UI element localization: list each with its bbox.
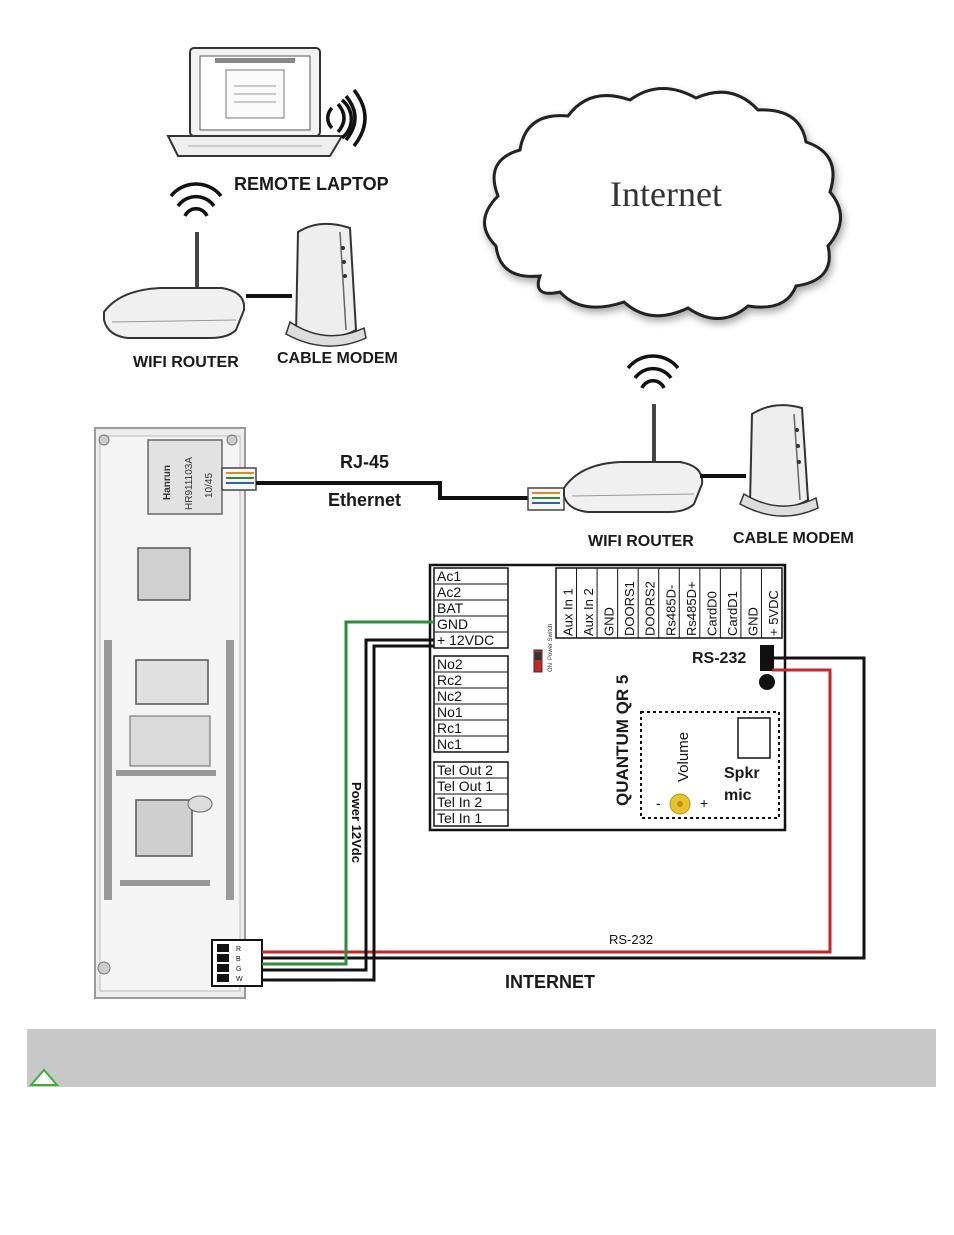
terminal-label: Nc2	[437, 688, 462, 704]
terminal-label: No1	[437, 704, 463, 720]
internet-cloud-label: Internet	[610, 174, 722, 214]
cable-modem-top-label: CABLE MODEM	[277, 350, 398, 367]
rs232-jack-icon	[759, 674, 775, 690]
wifi-router-bottom-icon	[563, 404, 704, 513]
rs232-red-wire	[262, 668, 832, 954]
rs232-port-label: RS-232	[692, 650, 746, 667]
wifi-router-bottom-label: WIFI ROUTER	[588, 533, 694, 550]
rs232-connector-icon	[760, 645, 774, 671]
terminal-label: GND	[745, 607, 760, 636]
ethernet-cable	[256, 481, 530, 500]
terminal-label: Ac1	[437, 568, 461, 584]
terminal-label: + 5VDC	[766, 590, 781, 636]
footer-bar	[27, 1029, 936, 1087]
terminal-label: Tel In 2	[437, 794, 482, 810]
controller-board: Hanrun HR911103A 10/45	[94, 427, 246, 999]
power-black-wire-2	[262, 644, 434, 982]
connector-pin-label: G	[236, 966, 241, 973]
terminal-label: CardD1	[725, 591, 740, 636]
mic-label: mic	[724, 787, 752, 804]
cable-modem-bottom-label: CABLE MODEM	[733, 530, 854, 547]
terminal-label: Rs485D-	[663, 585, 678, 636]
power-switch-icon	[533, 649, 543, 673]
terminal-label: CardD0	[704, 591, 719, 636]
cable-modem-bottom-icon	[739, 404, 819, 517]
router-top-wifi-signal-icon	[169, 182, 223, 217]
laptop-icon	[166, 47, 344, 157]
internet-cloud-icon: Internet	[483, 87, 842, 320]
power-switch-on-label: ON	[548, 663, 554, 672]
terminal-block-top: Aux In 1 Aux In 2 GND DOORS1 DOORS2 Rs485D- Rs…	[555, 567, 783, 639]
network-wiring-diagram: REMOTE LAPTOP WIFI ROUTER CABLE MODEM In…	[94, 47, 866, 999]
laptop-wifi-signal-icon	[326, 88, 367, 148]
terminal-label: Ac2	[437, 584, 461, 600]
connector-pin-label: W	[236, 976, 243, 983]
rs232-black-wire	[262, 656, 866, 960]
connector-pin-label: B	[236, 956, 241, 963]
volume-plus-label: +	[700, 795, 708, 811]
power-switch-label: Power Switch	[548, 624, 554, 660]
ethernet-label: Ethernet	[328, 490, 401, 510]
terminal-label: DOORS2	[643, 581, 658, 636]
power-green-wire	[262, 620, 434, 966]
router-bottom-wifi-signal-icon	[626, 354, 680, 389]
connector-pin-label: R	[236, 946, 241, 953]
volume-label: Volume	[675, 732, 692, 782]
spkr-label: Spkr	[724, 765, 760, 782]
terminal-label: No2	[437, 656, 463, 672]
jack-part: HR911103A	[184, 457, 195, 510]
power-black-wire	[262, 638, 434, 972]
terminal-label: GND	[437, 616, 468, 632]
terminal-label: + 12VDC	[437, 632, 494, 648]
rj45-plug-right-icon	[527, 487, 565, 511]
terminal-label: Tel In 1	[437, 810, 482, 826]
terminal-label: GND	[602, 607, 617, 636]
rj45-plug-left-icon	[221, 467, 257, 491]
terminal-label: DOORS1	[622, 581, 637, 636]
terminal-label: BAT	[437, 600, 464, 616]
cable-modem-top-icon	[285, 222, 367, 347]
jack-speed: 10/45	[204, 473, 215, 498]
speaker-mic-icon	[737, 717, 771, 759]
jack-brand: Hanrun	[162, 465, 173, 500]
rs232-wire-label: RS-232	[609, 932, 653, 947]
terminal-label: Rs485D+	[684, 581, 699, 636]
terminal-label: Tel Out 1	[437, 778, 493, 794]
terminal-label: Rc1	[437, 720, 462, 736]
terminal-label: Aux In 2	[581, 588, 596, 636]
terminal-label: Nc1	[437, 736, 462, 752]
internet-bottom-label: INTERNET	[505, 972, 595, 992]
volume-minus-label: -	[656, 795, 661, 811]
power-wire-label: Power 12Vdc	[349, 782, 364, 863]
four-pin-connector-icon	[211, 939, 263, 987]
terminal-label: Tel Out 2	[437, 762, 493, 778]
remote-laptop-label: REMOTE LAPTOP	[234, 174, 389, 194]
terminal-label: Aux In 1	[561, 588, 576, 636]
wifi-router-top-label: WIFI ROUTER	[133, 354, 239, 371]
rj45-label: RJ-45	[340, 452, 389, 472]
up-triangle-icon[interactable]	[29, 1068, 59, 1088]
board-name-label: QUANTUM QR 5	[613, 675, 632, 806]
wifi-router-top-icon	[103, 232, 246, 339]
terminal-label: Rc2	[437, 672, 462, 688]
